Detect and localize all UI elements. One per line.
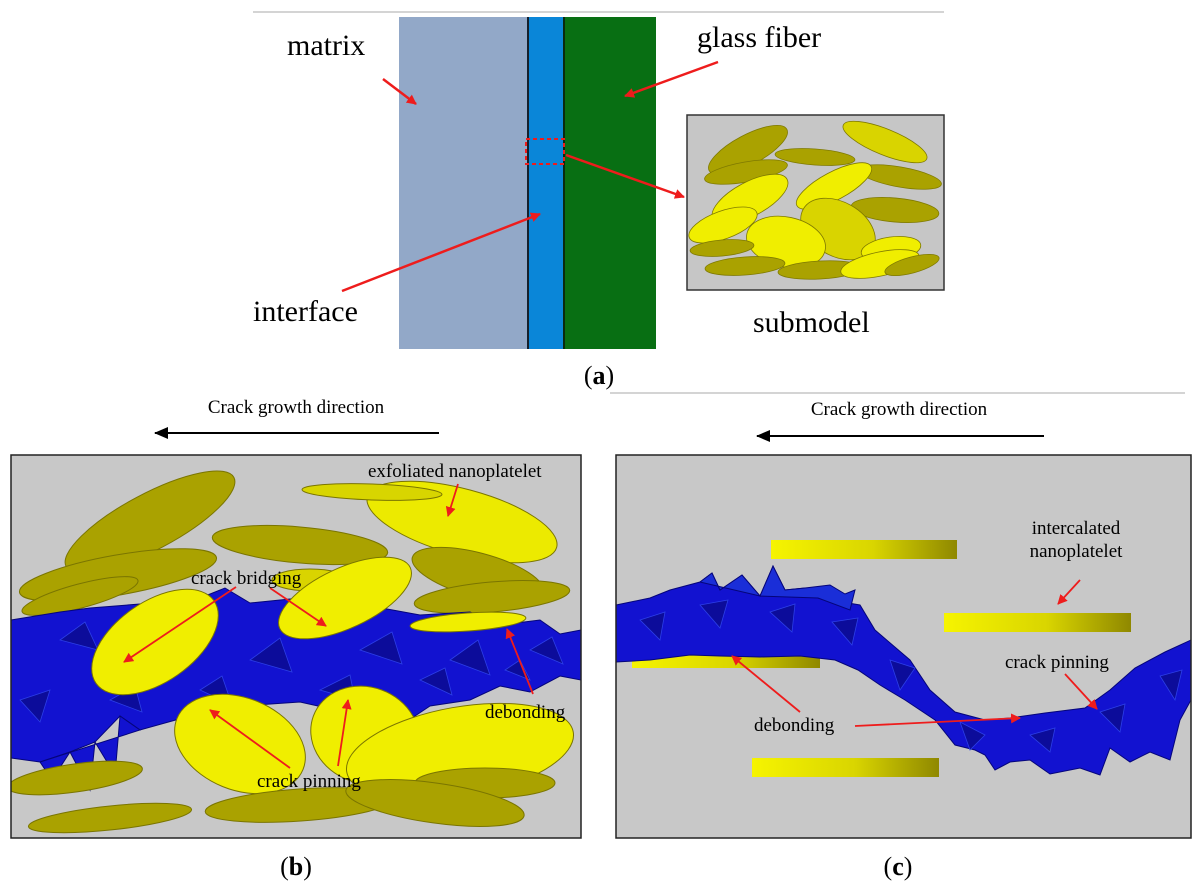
- panel-b-pinning-label: crack pinning: [257, 771, 361, 792]
- panel-c-platelet-2: [944, 613, 1131, 632]
- panel-c-platelet-4: [752, 758, 939, 777]
- panel-c-debonding-label: debonding: [754, 715, 835, 736]
- panel-b-debonding-arrow: [505, 628, 534, 695]
- glass-fiber-label: glass fiber: [697, 21, 821, 54]
- submodel-box: [686, 114, 945, 291]
- panel-b-bridging-arrow-2: [269, 587, 327, 627]
- panel-c-platelet-3: [632, 654, 820, 668]
- panel-b-pinning-arrow-1: [209, 709, 291, 769]
- panel-c-intercalated-label-line1: intercalated: [1032, 518, 1121, 539]
- panel-c-crack-facets: [639, 599, 1183, 753]
- panel-b-scene: [11, 470, 581, 834]
- panel-c-debonding-arrow-1: [731, 655, 801, 713]
- panel-c-scene: [616, 540, 1191, 777]
- matrix-arrow: [382, 78, 417, 105]
- panel-b-debonding-label: debonding: [485, 702, 566, 723]
- panel-c: Crack growth direction inter: [610, 392, 1192, 881]
- interface-arrow: [341, 212, 541, 293]
- panel-b-bridging-arrow-1: [123, 586, 237, 663]
- panel-c-border: [615, 454, 1192, 839]
- panel-b: Crack growth direction: [10, 397, 582, 881]
- matrix-label: matrix: [287, 29, 365, 62]
- caption-a: (a): [584, 361, 614, 390]
- submodel-label: submodel: [753, 306, 870, 339]
- zoom-region-box: [525, 138, 565, 165]
- panel-b-pinning-arrow-2: [337, 699, 352, 767]
- panel-b-exfoliated-arrow: [445, 483, 459, 517]
- caption-c: (c): [884, 852, 913, 881]
- panel-b-back-platelets: [18, 470, 571, 616]
- panel-c-pinning-arrow: [1064, 673, 1098, 710]
- panel-c-pinning-label: crack pinning: [1005, 652, 1109, 673]
- panel-c-intercalated-arrow: [1057, 579, 1081, 605]
- matrix-region: [399, 17, 529, 349]
- panel-c-platelet-1: [771, 540, 957, 559]
- submodel-arrow: [565, 153, 685, 199]
- submodel-platelets: [688, 120, 942, 280]
- panel-b-bridging-label: crack bridging: [191, 568, 302, 589]
- panel-b-border: [10, 454, 582, 839]
- panel-b-direction-label: Crack growth direction: [208, 397, 385, 418]
- interface-label: interface: [253, 295, 358, 328]
- panel-b-exfoliated-label: exfoliated nanoplatelet: [368, 461, 542, 482]
- panel-c-intercalated-label-line2: nanoplatelet: [1030, 541, 1124, 562]
- glass-fiber-arrow: [624, 60, 719, 98]
- panel-c-crack-peaks: [698, 564, 856, 611]
- panel-c-debonding-arrow-2: [854, 713, 1021, 727]
- panel-c-direction-label: Crack growth direction: [811, 399, 988, 420]
- glass-fiber-region: [564, 17, 656, 349]
- caption-b: (b): [280, 852, 312, 881]
- interface-region: [528, 17, 564, 349]
- panel-a: matrix glass fiber interface submodel (a…: [253, 11, 945, 390]
